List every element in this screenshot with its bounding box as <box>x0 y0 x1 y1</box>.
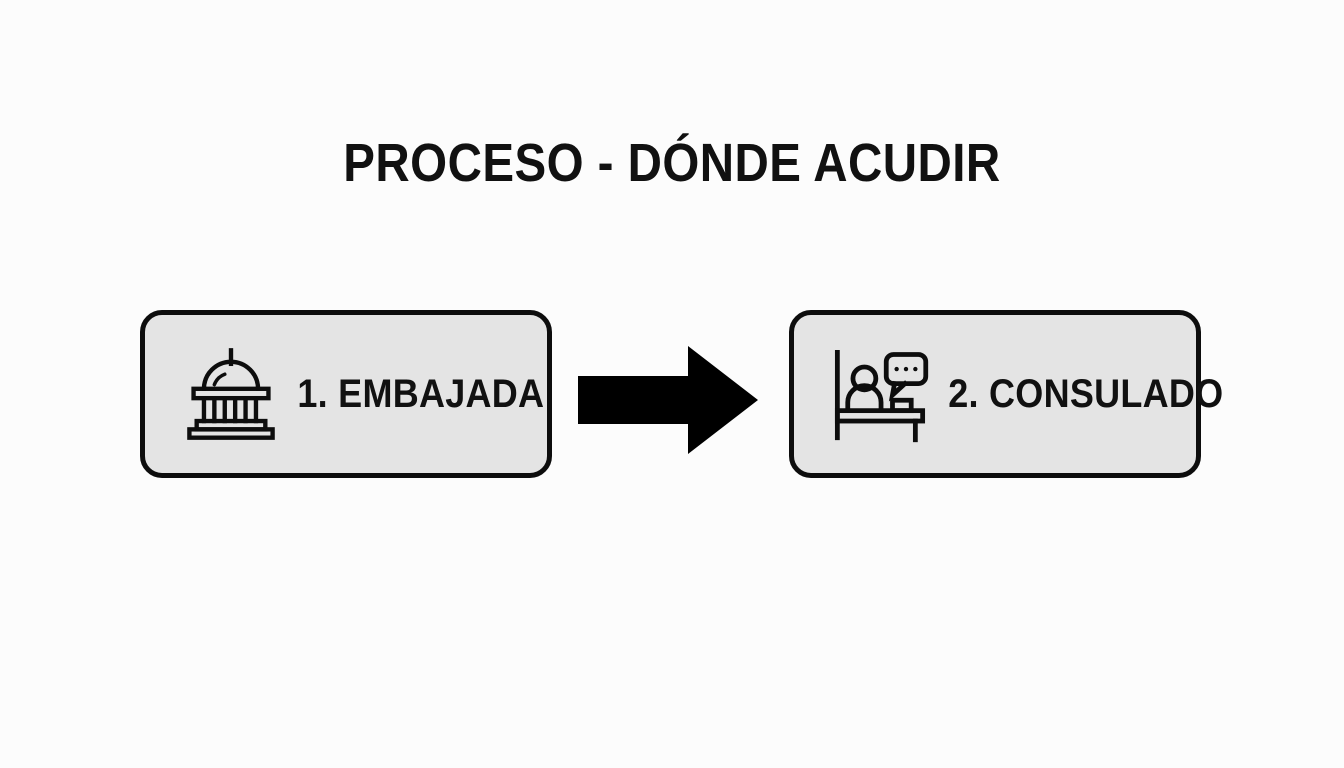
consulate-desk-officer-icon <box>828 342 932 446</box>
flow-step-embajada-label: 1. EMBAJADA <box>297 372 545 416</box>
page-title: PROCESO - DÓNDE ACUDIR <box>343 133 1001 193</box>
flow-step-embajada[interactable]: 1. EMBAJADA <box>140 310 552 478</box>
flow-step-consulado[interactable]: 2. CONSULADO <box>789 310 1223 478</box>
embassy-building-icon <box>179 342 283 446</box>
arrow-right-icon <box>578 343 758 457</box>
flow-step-consulado-label: 2. CONSULADO <box>948 372 1224 416</box>
